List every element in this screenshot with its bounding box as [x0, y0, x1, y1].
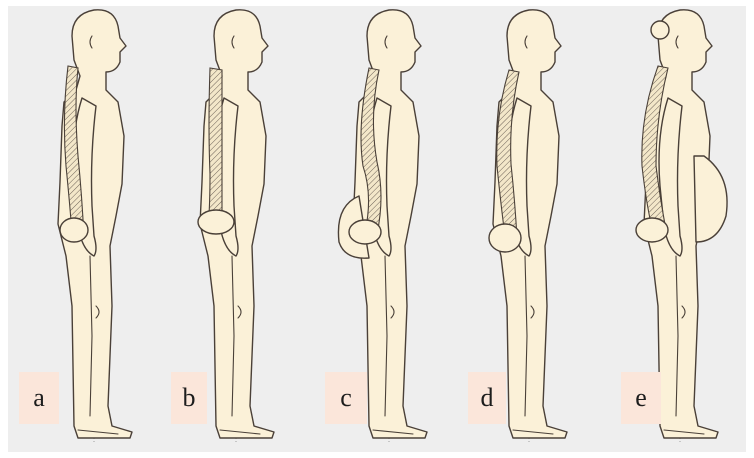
figure-panel-a — [58, 10, 132, 442]
figure-panel-b — [198, 10, 274, 442]
panel-label-e: e — [621, 372, 661, 424]
panel-label-d: d — [468, 372, 506, 424]
panel-label-c: c — [325, 372, 367, 424]
panel-label-b: b — [171, 372, 207, 424]
panel-label-a: a — [19, 372, 59, 424]
posture-figure: a b c d e — [8, 6, 746, 452]
